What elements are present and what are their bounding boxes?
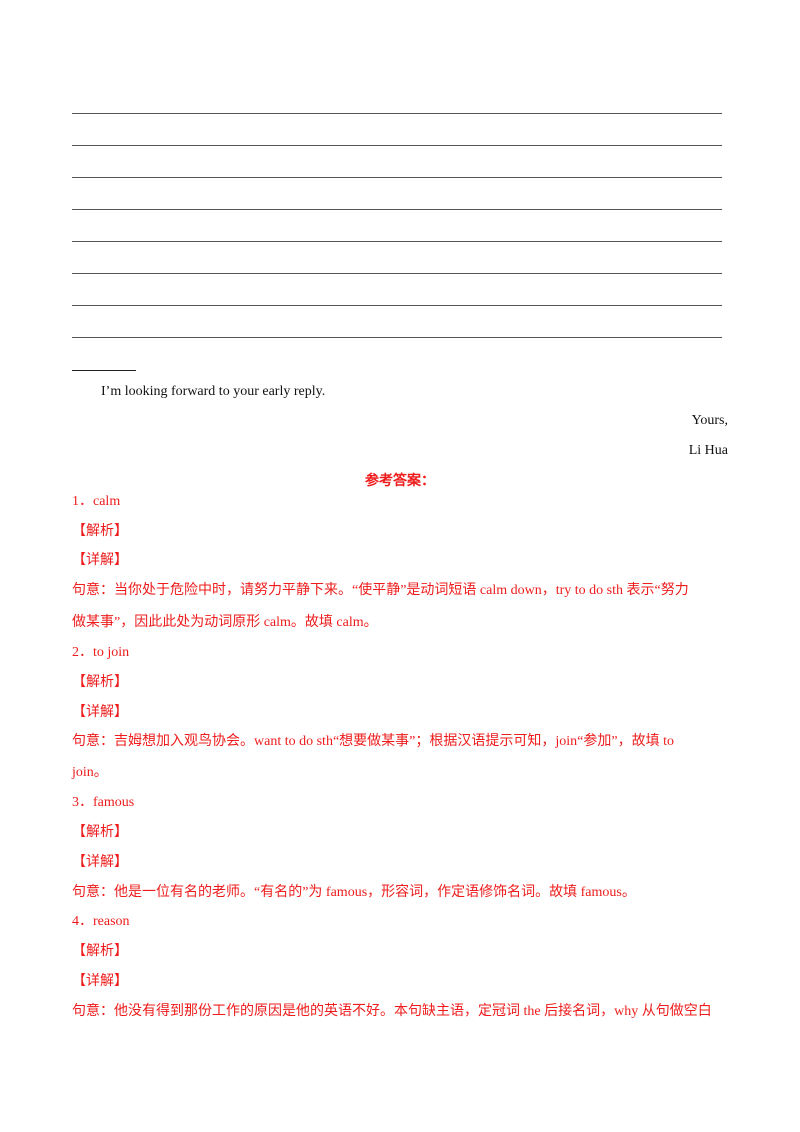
answer-3-explanation-line-1: 句意：他是一位有名的老师。“有名的”为 famous，形容词，作定语修饰名词。故… (72, 885, 636, 900)
answer-4-label: 4．reason (72, 914, 130, 929)
answer-1-label: 1．calm (72, 494, 121, 509)
answer-2-analysis: 【解析】 (72, 675, 128, 690)
answer-3-label: 3．famous (72, 795, 135, 810)
answer-4-explanation-line-1: 句意：他没有得到那份工作的原因是他的英语不好。本句缺主语，定冠词 the 后接名… (72, 1004, 712, 1019)
answer-2-explanation-line-2: join。 (72, 765, 108, 780)
writing-line (72, 145, 722, 146)
answer-4-analysis: 【解析】 (72, 944, 128, 959)
answer-3-detail: 【详解】 (72, 855, 128, 870)
writing-line (72, 177, 722, 178)
writing-line (72, 337, 722, 338)
answer-1-explanation-line-1: 句意：当你处于危险中时，请努力平静下来。“使平静”是动词短语 calm down… (72, 583, 689, 598)
writing-line (72, 305, 722, 306)
answer-4-detail: 【详解】 (72, 974, 128, 989)
answer-1-analysis: 【解析】 (72, 524, 128, 539)
answer-3-analysis: 【解析】 (72, 825, 128, 840)
answer-2-explanation-line-1: 句意：吉姆想加入观鸟协会。want to do sth“想要做某事”；根据汉语提… (72, 734, 674, 749)
answers-heading: 参考答案： (365, 474, 435, 489)
answer-2-detail: 【详解】 (72, 705, 128, 720)
answer-1-explanation-line-2: 做某事”，因此此处为动词原形 calm。故填 calm。 (72, 615, 378, 630)
writing-line (72, 273, 722, 274)
writing-line (72, 241, 722, 242)
writing-line-short (72, 370, 136, 371)
letter-signature: Li Hua (688, 443, 728, 458)
letter-signoff: Yours, (691, 413, 728, 428)
writing-line (72, 209, 722, 210)
answer-2-label: 2．to join (72, 645, 130, 660)
writing-line (72, 113, 722, 114)
letter-closing-line: I’m looking forward to your early reply. (101, 384, 326, 399)
answer-1-detail: 【详解】 (72, 553, 128, 568)
